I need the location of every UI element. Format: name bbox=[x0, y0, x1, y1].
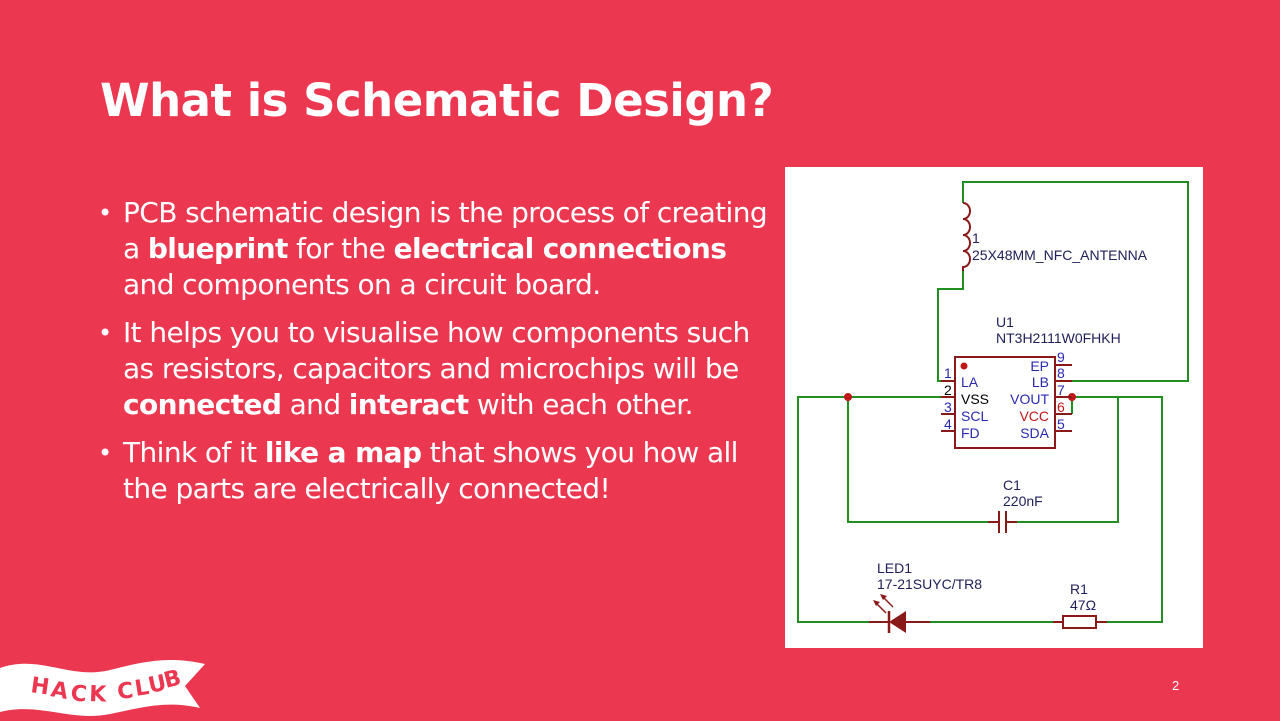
bullet-text: for the bbox=[287, 232, 394, 265]
antenna-pin-label: 1 bbox=[972, 230, 980, 246]
pin-name: LA bbox=[961, 374, 979, 390]
pin-number: 9 bbox=[1057, 349, 1065, 365]
pin-name: VOUT bbox=[1010, 391, 1049, 407]
pin-number: 7 bbox=[1057, 382, 1065, 398]
c1-value: 220nF bbox=[1003, 493, 1043, 509]
svg-text:K: K bbox=[89, 682, 108, 708]
u1-value: NT3H2111W0FHKH bbox=[996, 330, 1121, 346]
schematic-svg: 1 25X48MM_NFC_ANTENNA U1 NT3H2111W0FHKH bbox=[797, 181, 1189, 633]
bullet-emphasis: electrical connections bbox=[393, 232, 727, 265]
r1-value: 47Ω bbox=[1070, 597, 1096, 613]
bullet-text: PCB schematic design is the process of c… bbox=[123, 196, 768, 265]
hack-club-flag: H A C K C L U B bbox=[0, 659, 205, 716]
capacitor-symbol bbox=[988, 511, 1017, 533]
svg-text:L: L bbox=[133, 675, 151, 702]
bullet-item: Think of it like a map that shows you ho… bbox=[98, 435, 778, 507]
hack-club-logo: H A C K C L U B bbox=[0, 650, 210, 721]
pin-name: SDA bbox=[1020, 425, 1049, 441]
svg-text:B: B bbox=[161, 666, 183, 694]
page-number: 2 bbox=[1172, 678, 1180, 693]
ic-body bbox=[954, 356, 1056, 449]
pin-name: EP bbox=[1030, 358, 1049, 374]
c1-ref: C1 bbox=[1003, 477, 1021, 493]
wire bbox=[847, 397, 995, 523]
pin-name: SCL bbox=[961, 408, 988, 424]
ic-left-pin-lines bbox=[941, 380, 955, 432]
ic-pin1-marker bbox=[960, 362, 968, 370]
svg-text:C: C bbox=[116, 678, 135, 705]
schematic-diagram: 1 25X48MM_NFC_ANTENNA U1 NT3H2111W0FHKH bbox=[785, 167, 1203, 648]
junction-dot bbox=[844, 393, 852, 401]
bullet-list: PCB schematic design is the process of c… bbox=[98, 195, 778, 519]
bullet-text: and components on a circuit board. bbox=[123, 268, 601, 301]
pin-number: 3 bbox=[944, 399, 952, 415]
bullet-emphasis: connected bbox=[123, 388, 282, 421]
svg-text:C: C bbox=[69, 681, 88, 708]
svg-text:A: A bbox=[49, 677, 70, 705]
bullet-text: and bbox=[281, 388, 349, 421]
bullet-emphasis: interact bbox=[348, 388, 469, 421]
pin-number: 4 bbox=[944, 416, 952, 432]
bullet-emphasis: blueprint bbox=[147, 232, 289, 265]
bullet-text: It helps you to visualise how components… bbox=[123, 316, 750, 385]
u1-ref: U1 bbox=[996, 314, 1014, 330]
pin-name: VSS bbox=[961, 391, 989, 407]
pin-number: 5 bbox=[1057, 416, 1065, 432]
led-ref: LED1 bbox=[877, 560, 912, 576]
resistor-symbol bbox=[1053, 615, 1107, 629]
antenna-label: 25X48MM_NFC_ANTENNA bbox=[972, 247, 1148, 263]
led-value: 17-21SUYC/TR8 bbox=[877, 576, 982, 592]
bullet-emphasis: like a map bbox=[264, 436, 422, 469]
bullet-item: PCB schematic design is the process of c… bbox=[98, 195, 778, 303]
bullet-text: that shows you how all the parts are ele… bbox=[123, 436, 738, 505]
svg-text:H: H bbox=[29, 673, 51, 700]
pin-name: FD bbox=[961, 425, 980, 441]
pin-number: 6 bbox=[1057, 399, 1065, 415]
pin-number: 1 bbox=[944, 365, 952, 381]
pin-number: 8 bbox=[1057, 365, 1065, 381]
pin-number: 2 bbox=[944, 382, 952, 398]
ic-right-pin-lines bbox=[1055, 364, 1072, 432]
pin-name: VCC bbox=[1019, 408, 1049, 424]
led-symbol bbox=[869, 594, 930, 633]
antenna-coil bbox=[962, 202, 971, 271]
pin-name: LB bbox=[1032, 374, 1049, 390]
bullet-item: It helps you to visualise how components… bbox=[98, 315, 778, 423]
slide-title: What is Schematic Design? bbox=[100, 74, 774, 127]
bullet-text: Think of it bbox=[123, 436, 265, 469]
wire bbox=[1010, 397, 1119, 523]
svg-text:U: U bbox=[146, 671, 169, 699]
bullet-text: with each other. bbox=[468, 388, 694, 421]
r1-ref: R1 bbox=[1070, 581, 1088, 597]
wire bbox=[962, 181, 1189, 382]
wire bbox=[797, 396, 955, 623]
